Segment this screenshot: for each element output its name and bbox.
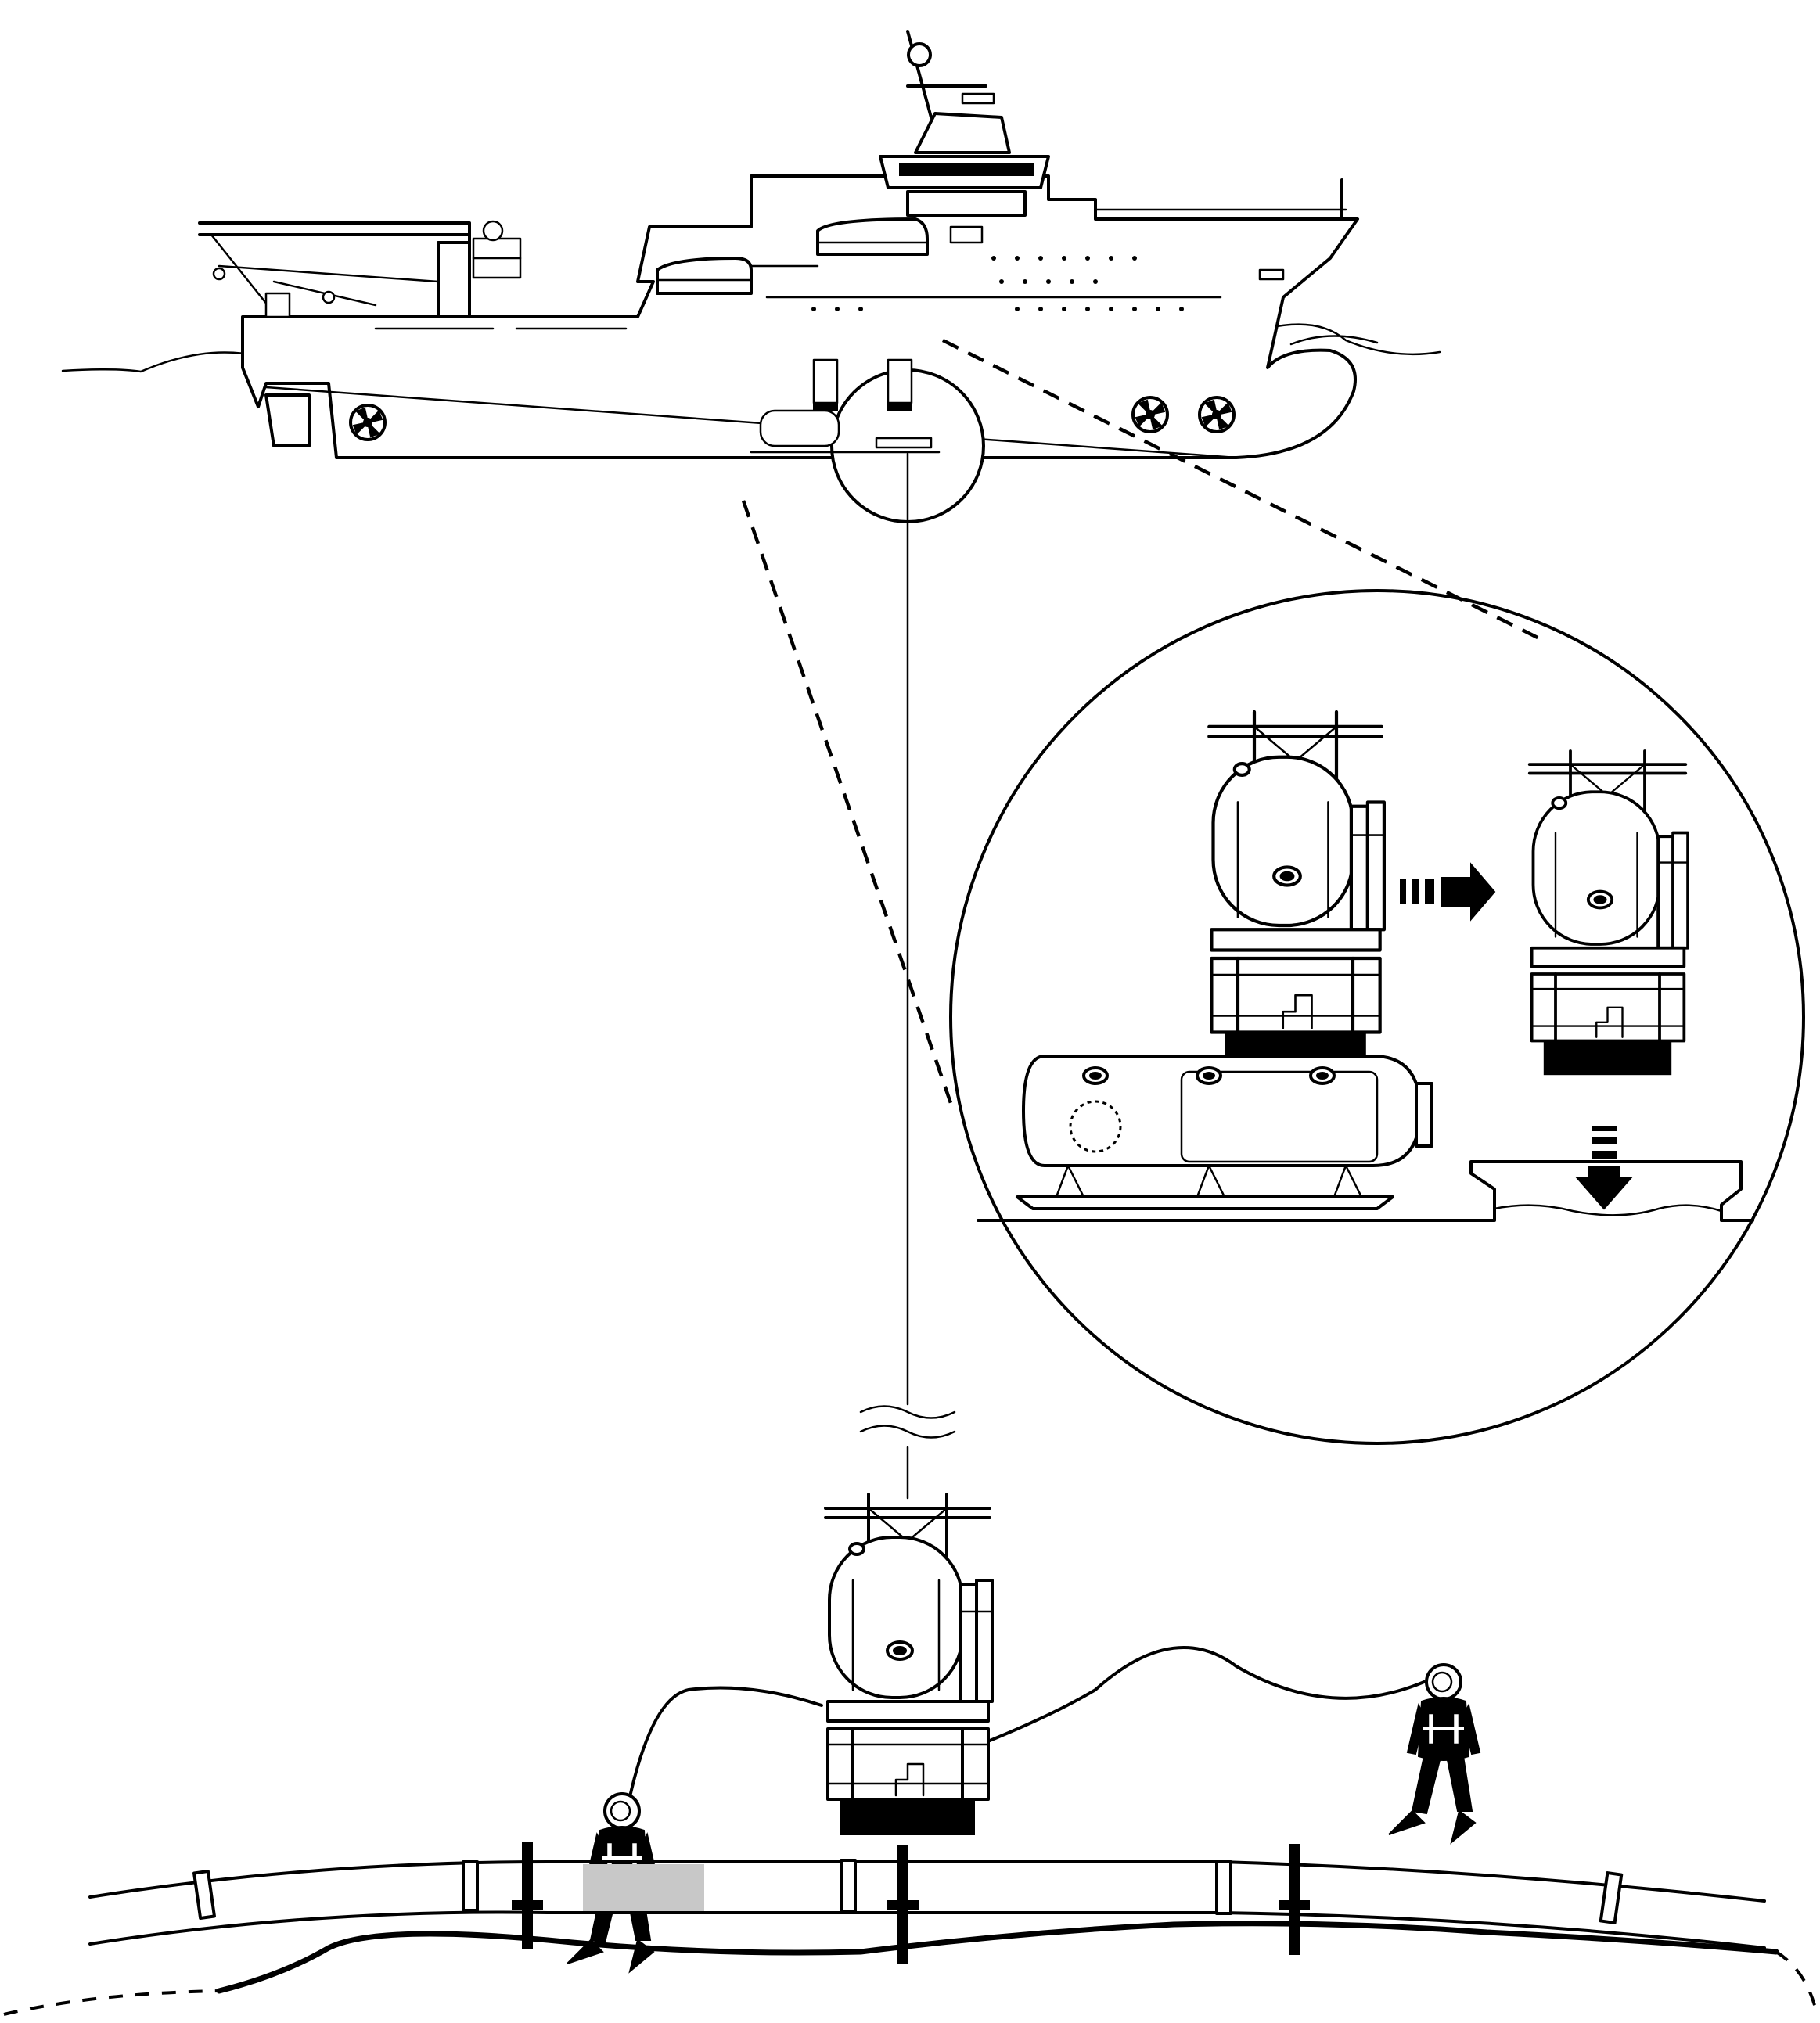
repair-section [583, 1864, 704, 1911]
deck-decompression-chamber [1016, 1055, 1433, 1210]
diving-bell [824, 1493, 994, 1836]
detail-inset-circle [949, 589, 1805, 1445]
umbilical-right [988, 1646, 1426, 1742]
transfer-arrow-right [1400, 862, 1496, 922]
diver-right [1387, 1663, 1481, 1844]
umbilical-left [624, 1686, 823, 1816]
subsea-pipeline [3, 1842, 1818, 2016]
launch-arrow-down [1574, 1126, 1634, 1210]
zoom-line-left [741, 500, 953, 1104]
lift-wire [859, 452, 956, 1500]
support-vessel [61, 30, 1441, 523]
